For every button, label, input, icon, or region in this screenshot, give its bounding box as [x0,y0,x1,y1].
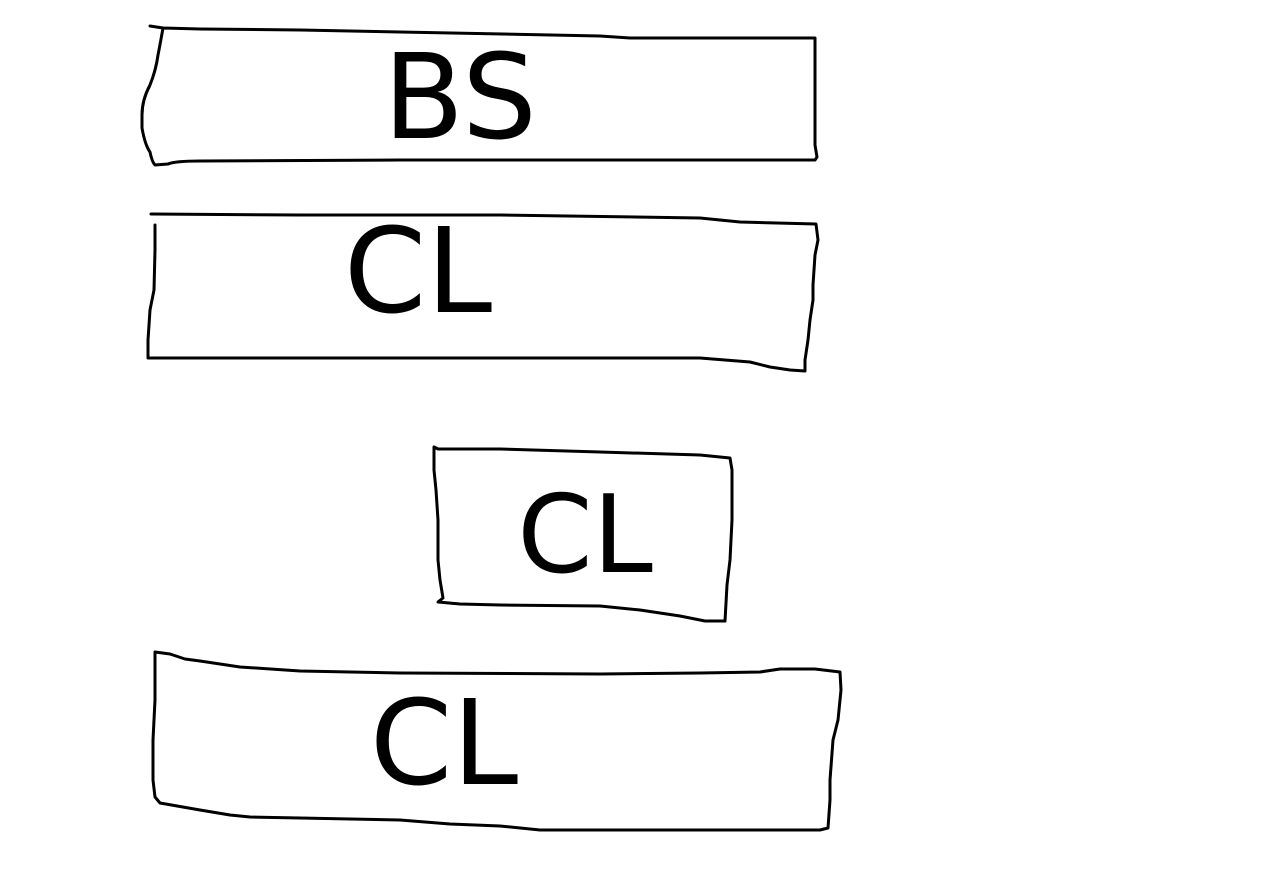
box-4-outline [151,650,843,832]
box-4-label: CL [370,674,518,812]
box-4: CL [151,650,843,832]
box-1: BS [140,24,819,167]
box-3-outline [432,445,734,623]
box-1-label: BS [383,28,537,166]
box-2-outline [146,212,820,373]
box-1-outline [140,24,819,167]
box-2: CL [146,202,820,373]
box-3: CL [432,445,734,623]
box-2-label: CL [344,202,492,340]
box-3-label: CL [517,473,653,598]
